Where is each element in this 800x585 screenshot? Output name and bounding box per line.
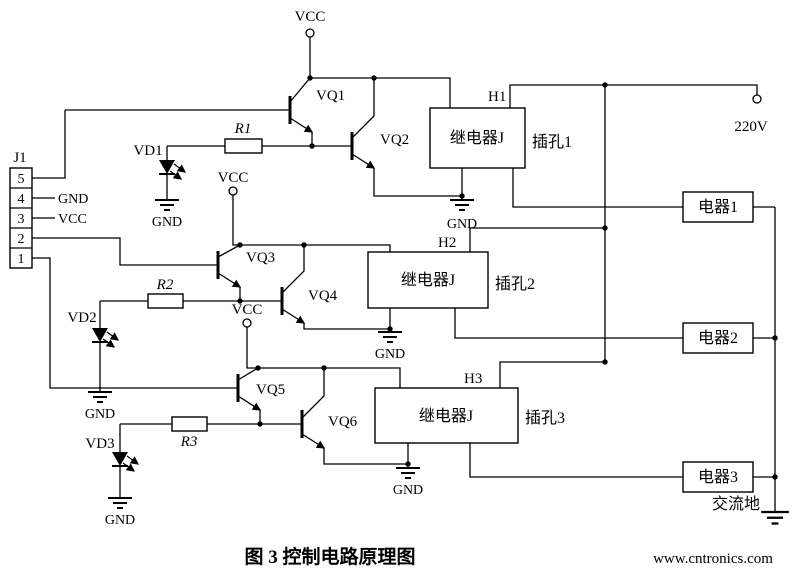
vcc-terminal-1	[305, 28, 315, 38]
relay1-tag: H1	[488, 89, 506, 105]
r2-resistor	[147, 293, 184, 309]
gnd-symbol-relay3	[395, 467, 421, 479]
gnd-symbol-relay2	[377, 331, 403, 343]
mains-terminal	[752, 94, 762, 104]
appliance1-label: 电器1	[698, 198, 738, 216]
j1-pin-2: 2	[18, 232, 25, 247]
r3-resistor	[171, 416, 208, 432]
r2-label: R2	[156, 277, 174, 293]
mains-label: 220V	[734, 119, 768, 135]
j1-connector: 5 4 3 2 1	[9, 167, 33, 269]
gnd-symbol-relay1	[449, 199, 475, 211]
vd3-label: VD3	[85, 436, 114, 452]
j1-vcc-label: VCC	[58, 212, 87, 227]
vq3-transistor	[216, 244, 242, 288]
relay2-gnd-label: GND	[375, 347, 405, 362]
vq6-label: VQ6	[328, 414, 358, 430]
vq3-label: VQ3	[246, 250, 275, 266]
vd2-label: VD2	[67, 310, 96, 326]
figure-caption: 图 3 控制电路原理图	[244, 545, 415, 568]
appliance1-box	[682, 191, 754, 223]
vd3-gnd-label: GND	[105, 513, 135, 528]
j1-gnd-label: GND	[58, 192, 88, 207]
vq2-label: VQ2	[380, 132, 409, 148]
j1-label: J1	[13, 150, 26, 166]
vq4-transistor	[280, 245, 306, 324]
vd2-gnd-label: GND	[85, 407, 115, 422]
relay2-tag: H2	[438, 235, 456, 251]
ac-ground-symbol	[760, 510, 790, 525]
j1-pin-3: 3	[18, 212, 25, 227]
j1-pin-4: 4	[18, 192, 25, 207]
gnd-symbol-vd2	[87, 391, 113, 403]
vcc-terminal-2	[228, 186, 238, 196]
vq5-transistor	[236, 367, 262, 411]
vd3-led	[112, 424, 140, 498]
appliance2-label: 电器2	[698, 329, 738, 347]
relay1-gnd-label: GND	[447, 217, 477, 232]
vd1-led	[159, 146, 187, 200]
relay1-socket-label: 插孔1	[532, 133, 572, 151]
vcc3-label: VCC	[232, 302, 263, 318]
relay1-name: 继电器J	[450, 129, 504, 147]
relay1-box	[429, 107, 526, 169]
j1-pin-1: 1	[18, 252, 25, 267]
relay3-socket-label: 插孔3	[525, 409, 565, 427]
vcc2-label: VCC	[218, 170, 249, 186]
relay2-box	[367, 251, 489, 309]
vd2-led	[92, 301, 120, 392]
relay2-name: 继电器J	[401, 271, 455, 289]
appliance2-box	[682, 322, 754, 354]
relay3-gnd-label: GND	[393, 483, 423, 498]
appliance3-label: 电器3	[698, 468, 738, 486]
relay3-name: 继电器J	[419, 407, 473, 425]
vq2-transistor	[350, 78, 376, 169]
appliance3-box	[682, 461, 754, 493]
relay3-tag: H3	[464, 371, 482, 387]
vq4-label: VQ4	[308, 288, 338, 304]
vq5-label: VQ5	[256, 382, 285, 398]
vcc-terminal-3	[242, 318, 252, 328]
junction-dots	[237, 75, 778, 480]
gnd-symbol-vd1	[154, 199, 180, 211]
r1-label: R1	[234, 121, 252, 137]
j1-pin-5: 5	[18, 172, 25, 187]
r3-label: R3	[180, 434, 198, 450]
relay2-socket-label: 插孔2	[495, 275, 535, 293]
r1-resistor	[224, 138, 263, 154]
vq1-label: VQ1	[316, 88, 345, 104]
relay3-box	[374, 387, 519, 444]
vd1-gnd-label: GND	[152, 215, 182, 230]
vd1-label: VD1	[133, 143, 162, 159]
vq1-transistor	[288, 77, 314, 133]
watermark: www.cntronics.com	[653, 551, 773, 567]
vq6-transistor	[300, 368, 326, 449]
vcc1-label: VCC	[295, 9, 326, 25]
gnd-symbol-vd3	[107, 497, 133, 509]
ac-ground-label: 交流地	[712, 495, 760, 513]
